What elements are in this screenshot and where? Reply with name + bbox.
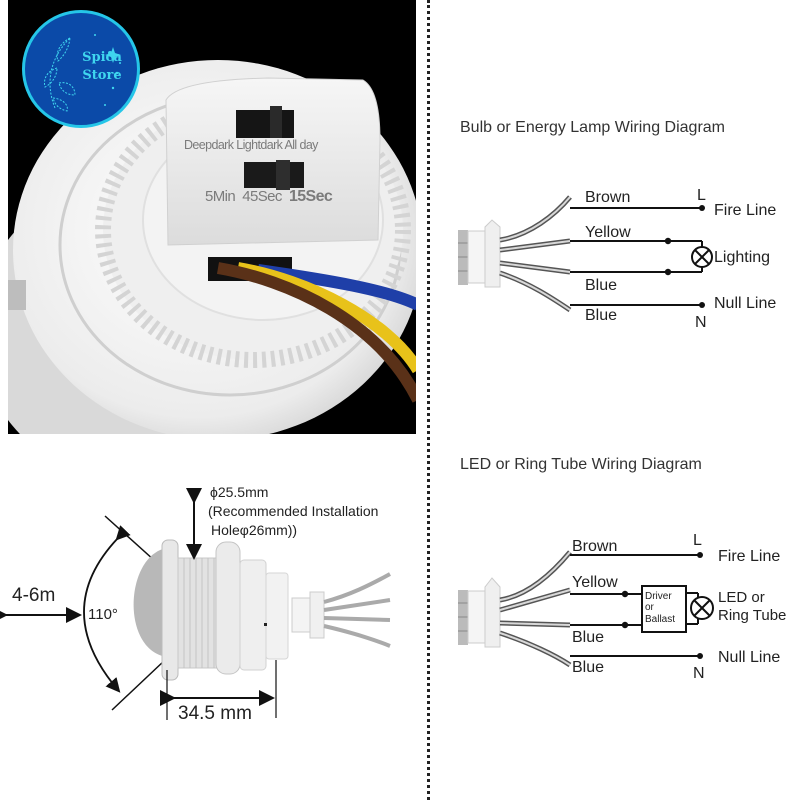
diagram2-title: LED or Ring Tube Wiring Diagram (460, 456, 702, 473)
diameter-label: ϕ25.5mm (210, 484, 269, 500)
d2-led-line2: Ring Tube (718, 607, 787, 624)
d2-null-line: Null Line (718, 649, 781, 666)
sensitivity-slider-window (236, 110, 294, 138)
wire-brown (216, 262, 416, 403)
driver-ballast-box (641, 585, 687, 633)
d1-fire-line: Fire Line (714, 202, 777, 219)
d1-null-line: Null Line (714, 295, 777, 312)
control-box (165, 77, 381, 246)
d1-wire-label-yellow: Yellow (585, 224, 631, 241)
length-label: 34.5 mm (178, 703, 252, 724)
delay-slider-knob (276, 160, 290, 190)
label-5min: 5Min (205, 188, 236, 205)
product-photo: Deepdark Lightdark All day 5Min 45Sec 15… (8, 0, 416, 434)
driver-text-line2: or (645, 602, 654, 613)
wire-blue2-d2 (499, 630, 572, 668)
diagram1-title: Bulb or Energy Lamp Wiring Diagram (460, 119, 725, 136)
angle-label: 110° (88, 606, 118, 623)
d1-wire-label-blue2: Blue (585, 307, 618, 324)
rear-body (239, 559, 267, 671)
d1-wire-label-brown: Brown (585, 189, 631, 206)
driver-text-line1: Driver (645, 591, 672, 602)
locking-nut (215, 541, 241, 675)
fov-line-bottom (111, 659, 166, 711)
label-deepdark: Deepdark (184, 138, 234, 152)
d2-terminal-l: L (693, 532, 702, 549)
leaf-decoration-icon (44, 34, 121, 112)
d1-lighting: Lighting (714, 249, 771, 266)
sensitivity-labels: Deepdark Lightdark All day (184, 138, 318, 152)
label-45sec: 45Sec (242, 188, 282, 205)
label-15sec: 15Sec (288, 188, 333, 205)
dimension-drawing (0, 488, 391, 720)
d2-terminal-n: N (693, 665, 705, 682)
wire-blue2-d1 (499, 270, 572, 313)
sensor-photo-illustration (8, 0, 416, 434)
d1-terminal-l: L (697, 187, 706, 204)
d2-fire-line: Fire Line (718, 548, 781, 565)
label-allday: All day (284, 138, 319, 152)
sensitivity-slider-knob (270, 106, 282, 138)
d2-wire-label-blue2: Blue (572, 659, 605, 676)
d2-wire-label-yellow: Yellow (572, 574, 618, 591)
d1-terminal-n: N (695, 314, 707, 331)
label-lightdark: Lightdark (236, 138, 283, 152)
range-label: 4-6m (12, 585, 56, 606)
recommended-hole-line1: (Recommended Installation (208, 503, 379, 519)
d2-wire-label-brown: Brown (572, 538, 618, 555)
sensor-dome (133, 548, 167, 657)
logo-line1: Spica (82, 50, 122, 65)
store-logo: Spica Store (22, 10, 140, 128)
d1-wire-label-blue1: Blue (585, 277, 618, 294)
fov-angle-arc (83, 525, 131, 693)
dotted-divider (427, 0, 430, 800)
logo-line2: Store (82, 68, 122, 83)
delay-slider-window (244, 162, 304, 188)
threaded-body (177, 557, 219, 669)
diagram1-wiring (458, 195, 713, 313)
driver-text-line3: Ballast (645, 614, 676, 625)
recommended-hole-line2: Holeφ26mm)) (211, 522, 298, 538)
d2-led-line1: LED or (718, 589, 765, 606)
delay-labels: 5Min 45Sec 15Sec (205, 188, 333, 206)
diagram2-wiring (458, 550, 714, 668)
wire-brown-d1 (499, 195, 572, 243)
d2-wire-label-blue1: Blue (572, 629, 605, 646)
front-flange (161, 539, 179, 681)
